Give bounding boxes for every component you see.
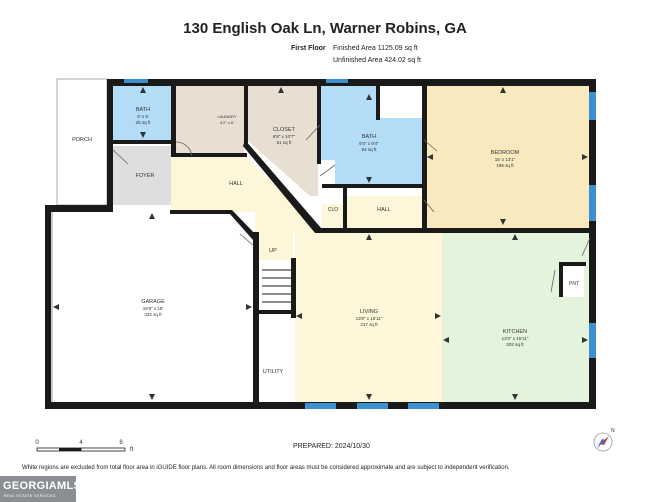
clo-label: CLO xyxy=(328,207,338,213)
georgiamls-logo: GEORGIAMLS REAL ESTATE SERVICES xyxy=(0,476,81,502)
scale-tick-0: 0 xyxy=(35,440,39,446)
hall2-fill xyxy=(346,196,426,228)
porch-label: PORCH xyxy=(72,137,92,143)
kitchen-fill xyxy=(442,232,590,402)
unfinished-area: Unfinished Area 424.02 sq ft xyxy=(333,57,421,64)
compass-icon: N xyxy=(593,428,615,452)
garage-dims: 18'8" x 18' xyxy=(143,306,164,311)
bath2-fill xyxy=(321,86,423,186)
windows xyxy=(124,79,596,409)
scale-unit: ft xyxy=(130,447,134,453)
bath2-dims: 9'4" x 9'4" xyxy=(359,141,379,146)
closet-dims: 6'8" x 10'7" xyxy=(273,134,296,139)
utility-label: UTILITY xyxy=(263,369,284,375)
kitchen-area: 202 sq ft xyxy=(506,342,524,347)
bedroom-fill xyxy=(426,86,589,228)
living-label: LIVING xyxy=(360,309,378,315)
garage-area: 332 sq ft xyxy=(144,312,162,317)
finished-area: Finished Area 1125.09 sq ft xyxy=(333,45,418,52)
up-label: UP xyxy=(269,248,277,254)
laundry-label: LAUNDRY xyxy=(217,114,236,119)
disclaimer-text: White regions are excluded from total fl… xyxy=(22,465,510,471)
bath2-label: BATH xyxy=(362,134,376,140)
bath1-dims: 5' x 5' xyxy=(137,114,149,119)
stairs-area xyxy=(259,262,295,314)
scale-tick-4: 4 xyxy=(79,440,83,446)
prepared-date: PREPARED: 2024/10/30 xyxy=(293,443,370,450)
bedroom-area: 196 sq ft xyxy=(496,163,514,168)
hall2-label: HALL xyxy=(377,207,391,213)
kitchen-label: KITCHEN xyxy=(503,329,527,335)
laundry-fill xyxy=(176,86,244,156)
dimension-arrows xyxy=(53,87,588,400)
logo-main-text: GEORGIAMLS xyxy=(3,480,82,492)
pnt-fill xyxy=(562,265,584,297)
living-area: 217 sq ft xyxy=(360,322,378,327)
closet-label: CLOSET xyxy=(273,127,296,133)
hall1-fill xyxy=(171,156,320,260)
bedroom-label: BEDROOM xyxy=(491,150,520,156)
living-fill xyxy=(295,232,442,402)
porch-area xyxy=(56,78,108,206)
compass-label: N xyxy=(611,428,615,434)
garage-fill xyxy=(50,212,255,402)
utility-area xyxy=(259,314,295,402)
pnt-label: PNT xyxy=(569,281,579,287)
bedroom-dims: 15' x 13'1" xyxy=(495,157,516,162)
kitchen-dims: 13'3" x 15'11" xyxy=(502,336,529,341)
bath1-label: BATH xyxy=(136,107,150,113)
doors xyxy=(112,124,591,293)
foyer-label: FOYER xyxy=(136,173,155,179)
scale-bar: 0 4 8 ft xyxy=(35,440,133,453)
clo-fill xyxy=(322,204,344,230)
closet-fill xyxy=(247,86,318,196)
page-title: 130 English Oak Ln, Warner Robins, GA xyxy=(183,20,467,37)
garage-label: GARAGE xyxy=(141,299,165,305)
bath2-area: 84 sq ft xyxy=(362,147,378,152)
foyer-fill xyxy=(113,146,171,205)
closet-area: 61 sq ft xyxy=(277,140,293,145)
bath1-area: 25 sq ft xyxy=(136,120,152,125)
living-dims: 13'8" x 15'11" xyxy=(356,316,383,321)
floor-label: First Floor xyxy=(291,45,326,52)
stairs xyxy=(262,269,292,303)
scale-tick-8: 8 xyxy=(119,440,123,446)
logo-sub-text: REAL ESTATE SERVICES xyxy=(4,494,56,498)
hall1-label: HALL xyxy=(229,181,243,187)
laundry-dims: 4'2" x 6' xyxy=(220,120,234,125)
